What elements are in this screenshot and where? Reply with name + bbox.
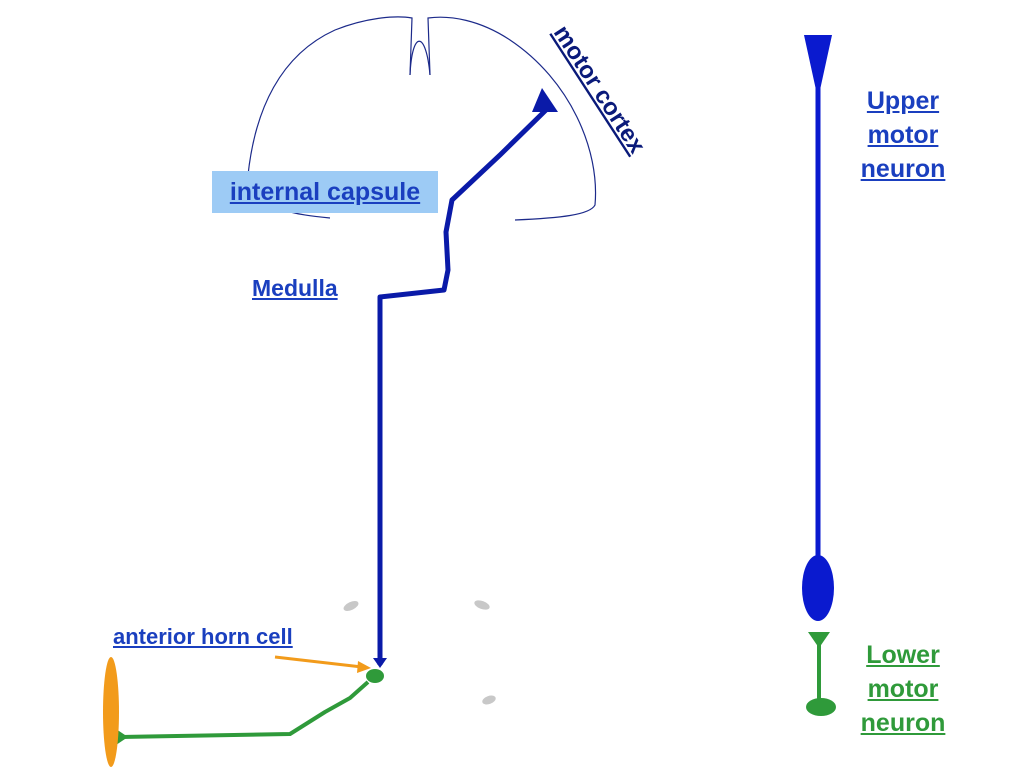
lower-motor-axon [121,680,370,739]
spinal-grey-mark [343,601,359,611]
midline-fissure [409,40,431,76]
legend-lower-terminal-icon [806,698,836,716]
legend-lower-line-2[interactable]: motor [867,675,939,703]
legend-upper-line-1[interactable]: Upper [866,87,940,115]
anterior-horn-pointer-arrow [274,655,363,669]
spinal-grey-mark [482,695,496,705]
legend-upper-line-2[interactable]: motor [867,121,939,149]
legend-upper-terminal-icon [802,555,834,621]
label-anterior-horn-cell[interactable]: anterior horn cell [113,624,293,649]
legend-upper-line-3[interactable]: neuron [860,155,946,183]
spinal-grey-mark [474,600,490,610]
muscle-icon [103,657,119,767]
corticospinal-tract [377,106,550,665]
neuromuscular-junction-icon [116,729,128,745]
brain-outline-left-hemisphere [247,16,413,176]
label-internal-capsule[interactable]: internal capsule [229,177,421,206]
legend-lower-dendrite-icon [808,632,830,648]
brain-outline-right-hemisphere [427,16,597,221]
legend-upper-motor-neuron[interactable]: Upper motor neuron [848,84,958,186]
internal-capsule-highlight[interactable]: internal capsule [212,171,438,213]
label-motor-cortex[interactable]: motor cortex [548,21,651,159]
arrowhead-icon [357,661,371,673]
legend-lower-line-3[interactable]: neuron [860,709,946,737]
label-medulla[interactable]: Medulla [252,275,338,301]
cortex-neuron-soma-icon [532,88,558,112]
legend-lower-motor-neuron[interactable]: Lower motor neuron [848,638,958,740]
legend-upper-dendrite-icon [804,35,832,90]
anterior-horn-cell-body [366,669,384,683]
legend-lower-line-1[interactable]: Lower [866,641,940,669]
upper-neuron-terminal-icon [373,658,387,668]
